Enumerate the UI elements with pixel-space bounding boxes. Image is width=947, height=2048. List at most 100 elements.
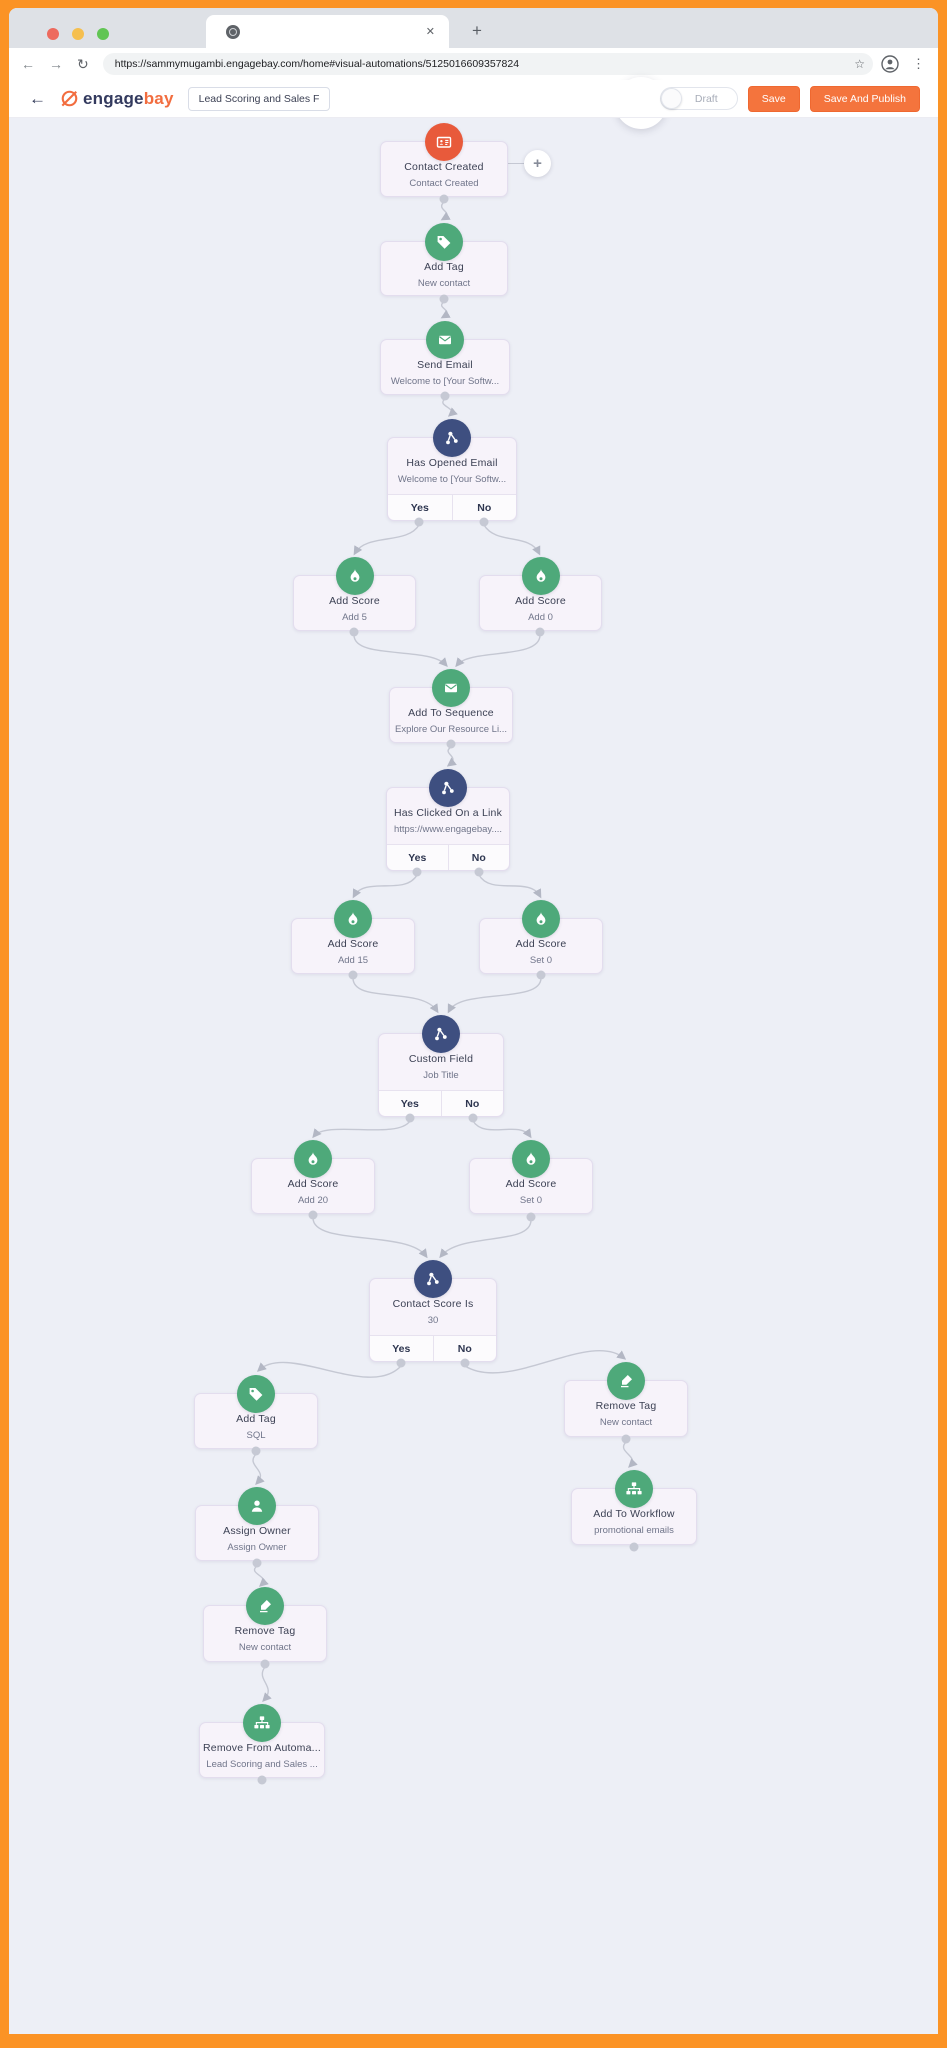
node-title: Add Score [329,595,380,607]
branch-icon [414,1260,452,1298]
draft-toggle[interactable]: Draft [659,87,738,110]
person-icon [238,1487,276,1525]
toggle-knob[interactable] [660,88,682,109]
browser-tab[interactable]: ✕ [206,15,449,48]
no-button[interactable]: No [447,845,510,870]
back-icon[interactable]: ← [21,56,35,72]
node-custom-field[interactable]: Custom Field Job Title Yes No [378,1015,504,1117]
tag-icon [237,1375,275,1413]
no-button[interactable]: No [451,495,517,520]
node-title: Contact Created [404,161,484,173]
node-title: Add Score [505,1178,557,1190]
node-subtitle: Add 0 [528,612,553,623]
yes-button[interactable]: Yes [410,501,429,514]
maximize-window-button[interactable] [97,28,109,40]
node-subtitle: SQL [246,1430,266,1441]
node-subtitle: Set 0 [519,1195,543,1206]
node-title: Remove From Automa... [203,1742,321,1754]
node-add-tag-1[interactable]: Add Tag New contact [380,223,508,296]
branch-icon [422,1015,460,1053]
browser-menu-icon[interactable]: ⋮ [912,56,925,71]
node-title: Send Email [417,359,473,371]
node-contact-created[interactable]: Contact Created Contact Created [380,123,508,197]
node-add-score-add-15[interactable]: Add Score Add 15 [291,900,415,974]
node-add-score-set-0-2[interactable]: Add Score Set 0 [469,1140,593,1214]
node-title: Contact Score Is [392,1298,474,1310]
branch-icon [433,419,471,457]
node-title: Add Score [327,938,379,950]
node-subtitle: Assign Owner [227,1542,287,1553]
node-subtitle: Welcome to [Your Softw... [390,376,500,387]
node-subtitle: Add 15 [337,955,369,966]
node-title: Add Score [515,595,566,607]
trigger-add-button[interactable]: + [524,150,551,177]
node-subtitle: Add 20 [297,1195,329,1206]
sitemap-icon [615,1470,653,1508]
node-title: Add To Workflow [593,1508,675,1520]
node-title: Add Score [287,1178,339,1190]
node-add-score-add-20[interactable]: Add Score Add 20 [251,1140,375,1214]
branch-icon [429,769,467,807]
node-subtitle: New contact [238,1642,292,1653]
node-subtitle: https://www.engagebay.... [393,824,503,835]
node-title: Remove Tag [234,1625,296,1637]
logo-text-engage: engage [83,88,144,108]
forward-icon[interactable]: → [49,56,63,72]
logo-text-bay: bay [143,88,174,108]
node-add-tag-sql[interactable]: Add Tag SQL [194,1375,318,1449]
node-contact-score-is[interactable]: Contact Score Is 30 Yes No [369,1260,497,1362]
no-button[interactable]: No [440,1091,504,1116]
node-remove-tag-left[interactable]: Remove Tag New contact [203,1587,327,1662]
node-subtitle: New contact [599,1417,653,1428]
node-send-email[interactable]: Send Email Welcome to [Your Softw... [380,321,510,395]
reload-icon[interactable]: ↻ [77,55,89,72]
profile-avatar-icon[interactable] [881,55,899,73]
node-assign-owner[interactable]: Assign Owner Assign Owner [195,1487,319,1561]
node-subtitle: promotional emails [594,1525,674,1536]
close-window-button[interactable] [47,28,59,40]
node-title: Assign Owner [223,1525,291,1537]
flame-icon [521,557,560,595]
node-add-score-set-0-1[interactable]: Add Score Set 0 [479,900,603,974]
node-subtitle: Job Title [423,1070,459,1081]
node-subtitle: 30 [427,1315,439,1326]
node-remove-from-automation[interactable]: Remove From Automa... Lead Scoring and S… [199,1704,325,1778]
node-add-to-sequence[interactable]: Add To Sequence Explore Our Resource Li.… [389,669,513,743]
tab-close-icon[interactable]: ✕ [425,26,435,38]
tab-favicon-icon [226,24,240,39]
node-add-score-add-5[interactable]: Add Score Add 5 [293,557,416,631]
node-title: Has Clicked On a Link [393,807,503,819]
engagebay-logo: engagebay [60,89,174,109]
node-add-score-add-0[interactable]: Add Score Add 0 [479,557,602,631]
node-title: Custom Field [408,1053,474,1065]
envelope-icon [426,321,464,359]
minimize-window-button[interactable] [72,28,84,40]
browser-window: ✕ + ← → ↻ https://sammymugambi.engagebay… [9,8,938,2034]
yes-button[interactable]: Yes [400,1097,419,1110]
node-title: Add To Sequence [408,707,494,719]
no-button[interactable]: No [432,1336,497,1361]
save-button[interactable]: Save [747,85,800,112]
flame-icon [512,1140,550,1178]
node-has-clicked-on-a-link[interactable]: Has Clicked On a Link https://www.engage… [386,769,510,871]
contact-card-icon [425,123,463,161]
remove-tag-icon [607,1362,645,1400]
yes-button[interactable]: Yes [408,851,427,864]
flame-icon [335,557,374,595]
node-title: Remove Tag [595,1400,657,1412]
node-subtitle: Welcome to [Your Softw... [397,474,507,485]
node-remove-tag-right[interactable]: Remove Tag New contact [564,1362,688,1437]
node-title: Add Tag [424,261,464,273]
node-subtitle: Contact Created [409,178,479,189]
node-has-opened-email[interactable]: Has Opened Email Welcome to [Your Softw.… [387,419,517,521]
new-tab-button[interactable]: + [472,21,482,40]
node-add-to-workflow[interactable]: Add To Workflow promotional emails [571,1470,697,1545]
app-back-arrow-icon[interactable]: ← [29,88,46,108]
save-and-publish-button[interactable]: Save And Publish [809,85,920,112]
automation-name-field[interactable]: Lead Scoring and Sales F [187,86,331,111]
node-subtitle: Set 0 [529,955,553,966]
yes-button[interactable]: Yes [392,1342,411,1355]
url-input[interactable]: https://sammymugambi.engagebay.com/home#… [102,53,873,75]
tab-strip: ✕ + [9,8,938,48]
bookmark-star-icon[interactable]: ☆ [854,57,865,71]
